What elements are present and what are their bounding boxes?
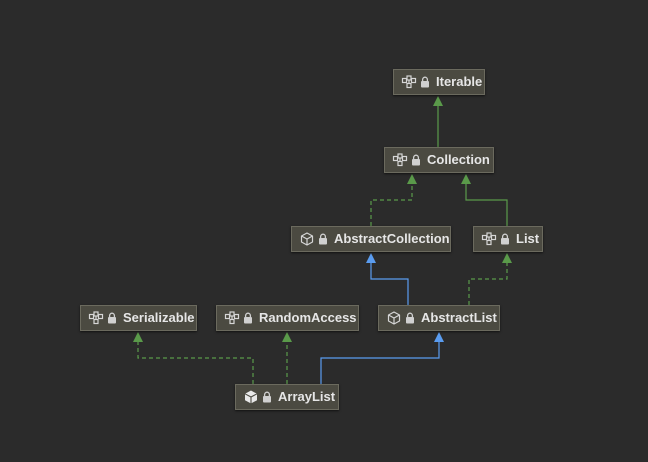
node-label: Iterable bbox=[436, 74, 483, 89]
edge-arraylist-to-abstractlist bbox=[320, 332, 444, 384]
node-label: AbstractCollection bbox=[334, 231, 450, 246]
lock-icon bbox=[500, 233, 510, 245]
lock-icon bbox=[318, 233, 328, 245]
node-abstract-collection[interactable]: AbstractCollection bbox=[291, 226, 451, 252]
node-label: Collection bbox=[427, 152, 490, 167]
lock-icon bbox=[420, 76, 430, 88]
node-iterable[interactable]: Iterable bbox=[393, 69, 485, 95]
arrowhead bbox=[502, 253, 512, 263]
interface-icon bbox=[481, 231, 497, 247]
node-label: AbstractList bbox=[421, 310, 497, 325]
interface-icon bbox=[224, 310, 240, 326]
edge-abstractlist-to-abstractcollection bbox=[366, 253, 409, 305]
edge-list-to-collection bbox=[461, 174, 508, 226]
abstract-class-icon bbox=[386, 310, 402, 326]
arrowhead bbox=[366, 253, 376, 263]
lock-icon bbox=[405, 312, 415, 324]
arrowhead bbox=[433, 96, 443, 106]
lock-icon bbox=[107, 312, 117, 324]
lock-icon bbox=[411, 154, 421, 166]
node-abstract-list[interactable]: AbstractList bbox=[378, 305, 500, 331]
interface-icon bbox=[88, 310, 104, 326]
node-collection[interactable]: Collection bbox=[384, 147, 494, 173]
node-label: Serializable bbox=[123, 310, 195, 325]
node-list[interactable]: List bbox=[473, 226, 543, 252]
arrowhead bbox=[133, 332, 143, 342]
node-serializable[interactable]: Serializable bbox=[80, 305, 197, 331]
node-label: RandomAccess bbox=[259, 310, 357, 325]
node-label: List bbox=[516, 231, 540, 246]
arrowhead bbox=[407, 174, 417, 184]
node-label: ArrayList bbox=[278, 389, 336, 404]
class-icon bbox=[243, 389, 259, 405]
edge-abstractcollection-to-collection bbox=[370, 174, 417, 226]
lock-icon bbox=[262, 391, 272, 403]
edge-arraylist-to-serializable bbox=[133, 332, 254, 384]
interface-icon bbox=[392, 152, 408, 168]
edge-abstractlist-to-list bbox=[468, 253, 512, 305]
node-array-list[interactable]: ArrayList bbox=[235, 384, 339, 410]
arrowhead bbox=[461, 174, 471, 184]
interface-icon bbox=[401, 74, 417, 90]
edge-arraylist-to-randomaccess bbox=[282, 332, 292, 384]
arrowhead bbox=[434, 332, 444, 342]
arrowhead bbox=[282, 332, 292, 342]
edge-collection-to-iterable bbox=[433, 96, 443, 147]
lock-icon bbox=[243, 312, 253, 324]
node-random-access[interactable]: RandomAccess bbox=[216, 305, 359, 331]
abstract-class-icon bbox=[299, 231, 315, 247]
